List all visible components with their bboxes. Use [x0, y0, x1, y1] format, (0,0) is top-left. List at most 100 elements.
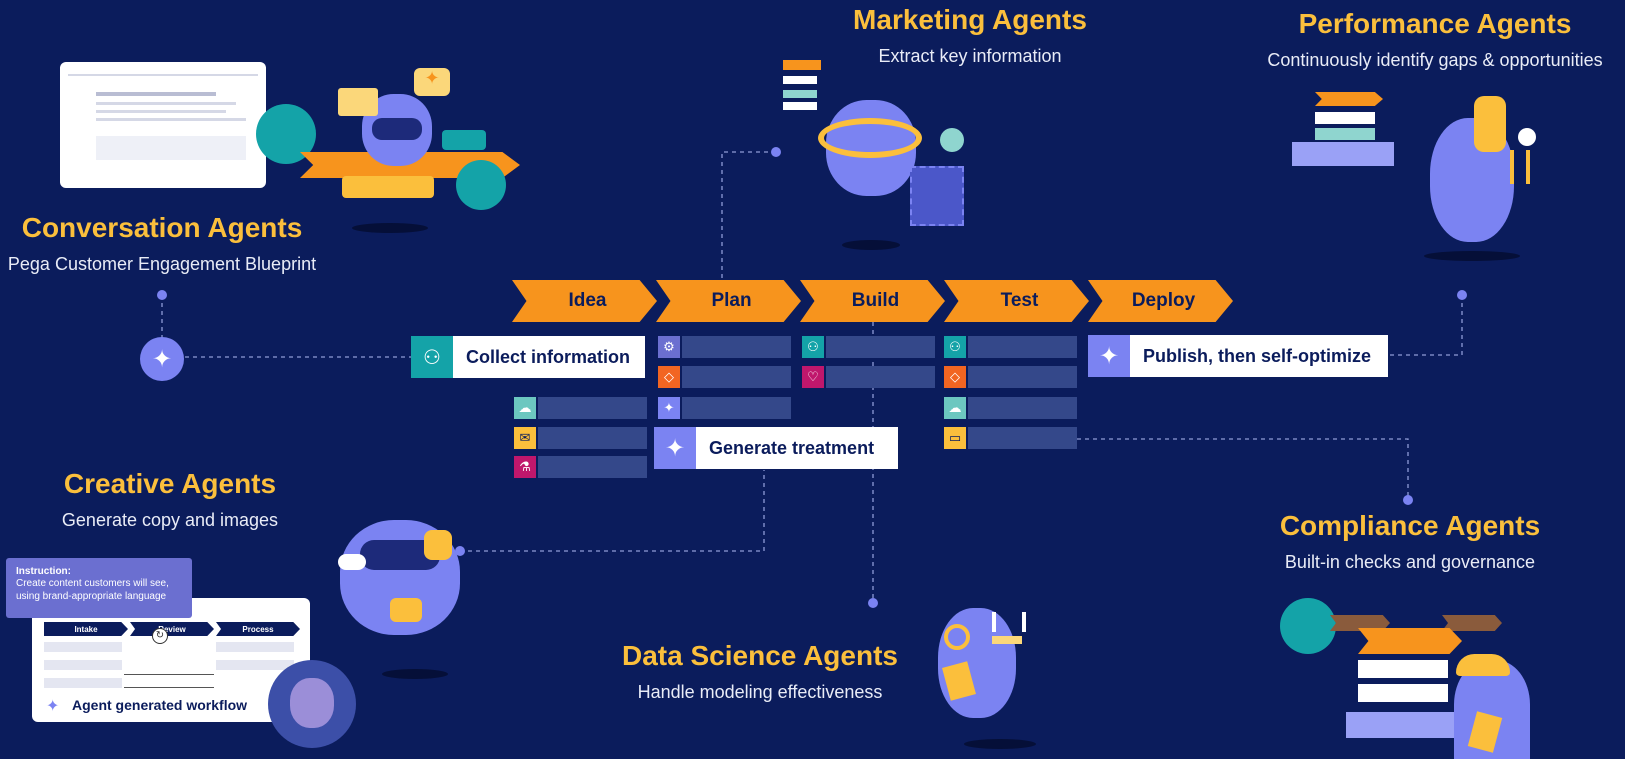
compliance-dot — [1403, 495, 1413, 505]
plan-row-bar — [682, 397, 791, 419]
test-row-bar — [968, 336, 1077, 358]
build-row-bar — [826, 336, 935, 358]
collect-information-callout: ⚇ Collect information — [411, 336, 645, 378]
diamond-icon: ◇ — [658, 366, 680, 388]
build-row-bar — [826, 366, 935, 388]
test-row-bar — [968, 427, 1077, 449]
stack-teal — [783, 90, 817, 98]
sparkle-icon: ✦ — [658, 397, 680, 419]
tag-icon — [992, 636, 1022, 644]
marketing-agents-subtitle: Extract key information — [878, 46, 1062, 66]
robot-shadow — [1424, 251, 1520, 261]
plan-row-bar — [682, 336, 791, 358]
robot-shadow — [352, 223, 428, 233]
performance-connector — [1388, 295, 1463, 356]
avatar-man — [456, 160, 506, 210]
performance-arrow — [1315, 92, 1383, 106]
flask-icon: ⚗ — [514, 456, 536, 478]
chat-bubble-icon — [442, 130, 486, 150]
workflow-connector — [124, 674, 214, 688]
conversation-agents-title: Conversation Agents — [21, 212, 303, 243]
compliance-agents-subtitle: Built-in checks and governance — [1284, 552, 1536, 572]
publish-callout: ✦ Publish, then self-optimize — [1088, 335, 1388, 377]
stack-white — [1358, 660, 1448, 678]
instruction-title: Instruction: — [16, 566, 71, 577]
stack-orange — [783, 60, 821, 70]
stage-test: Test — [944, 280, 1089, 322]
data-science-dot — [868, 598, 878, 608]
test-row-bar — [968, 397, 1077, 419]
performance-agents-subtitle: Continuously identify gaps & opportuniti… — [1267, 50, 1603, 70]
stage-build: Build — [800, 280, 945, 322]
creative-agents-subtitle: Generate copy and images — [61, 510, 279, 530]
avatar-creator — [268, 660, 356, 748]
compliance-connector — [1077, 438, 1409, 497]
workflow-footer-label: Agent generated workflow — [72, 697, 248, 713]
mail-icon: ✉ — [514, 427, 536, 449]
bar-chart-icon — [1510, 150, 1530, 184]
instruction-box: Instruction: Create content customers wi… — [6, 558, 192, 618]
stack-white — [783, 102, 817, 110]
idea-row-bar — [538, 397, 647, 419]
robot-shadow — [964, 739, 1036, 749]
users-chat-icon: ⚇ — [411, 336, 453, 378]
gear-icon: ⚙ — [658, 336, 680, 358]
test-row-bar — [968, 366, 1077, 388]
compliance-arrow — [1442, 615, 1502, 631]
collect-information-label: Collect information — [466, 346, 631, 367]
stack-white — [1315, 112, 1375, 124]
idea-row-bar — [538, 427, 647, 449]
stage-idea: Idea — [512, 280, 657, 322]
robot-shadow — [842, 240, 900, 250]
marketing-connector — [721, 151, 776, 280]
avatar-compliance — [1280, 598, 1336, 654]
generate-treatment-callout: ✦ Generate treatment — [654, 427, 898, 469]
stack-lilac — [1292, 142, 1394, 166]
robot-shadow — [382, 669, 448, 679]
stack-lilac — [1346, 712, 1458, 738]
creative-dot — [455, 546, 465, 556]
conversation-dot — [157, 290, 167, 300]
sparkle-icon: ✦ — [1088, 335, 1130, 377]
users-chat-icon: ⚇ — [802, 336, 824, 358]
cloud-icon — [338, 554, 366, 570]
creative-agents-title: Creative Agents — [63, 468, 277, 499]
palette-icon — [390, 598, 422, 622]
creative-connector — [460, 470, 765, 552]
pie-chart-icon — [1518, 128, 1536, 146]
data-science-agents-subtitle: Handle modeling effectiveness — [637, 682, 883, 702]
keyboard-icon — [342, 176, 434, 198]
user-circle-icon — [940, 128, 964, 152]
refresh-icon: ↻ — [152, 628, 168, 644]
envelope-icon — [338, 88, 378, 116]
coin-stack-icon — [424, 530, 452, 560]
compliance-agents-title: Compliance Agents — [1279, 510, 1541, 541]
bar-chart-icon — [992, 612, 1026, 632]
heart-chat-icon: ♡ — [802, 366, 824, 388]
diamond-icon: ◇ — [944, 366, 966, 388]
publish-label: Publish, then self-optimize — [1143, 345, 1372, 366]
idea-row-bar — [538, 456, 647, 478]
conversation-screenshot-card — [60, 62, 266, 188]
instruction-text: Create content customers will see, using… — [16, 578, 169, 602]
sparkle-icon: ✦ — [46, 698, 60, 715]
marketing-dot — [771, 147, 781, 157]
cloud-icon: ☁ — [944, 397, 966, 419]
generate-treatment-label: Generate treatment — [709, 437, 875, 458]
compliance-arrow-main — [1358, 628, 1462, 654]
users-chat-icon: ⚇ — [944, 336, 966, 358]
workflow-col-review: Review — [130, 622, 214, 636]
hardhat-icon — [1456, 654, 1510, 676]
sparkle-bubble-icon: ✦ — [414, 68, 450, 96]
message-icon: ▭ — [944, 427, 966, 449]
robot-visor — [372, 118, 422, 140]
conversation-agents-subtitle: Pega Customer Engagement Blueprint — [7, 254, 317, 274]
sparkle-node-icon: ✦ — [140, 337, 184, 381]
data-science-agents-title: Data Science Agents — [622, 640, 898, 671]
dashboard-card — [910, 166, 964, 226]
workflow-card: Intake Review Process ↻ ✦ Agent generate… — [32, 598, 310, 722]
stage-plan: Plan — [656, 280, 801, 322]
performance-dot — [1457, 290, 1467, 300]
stack-white — [783, 76, 817, 84]
coin-stack-icon — [1474, 96, 1506, 152]
